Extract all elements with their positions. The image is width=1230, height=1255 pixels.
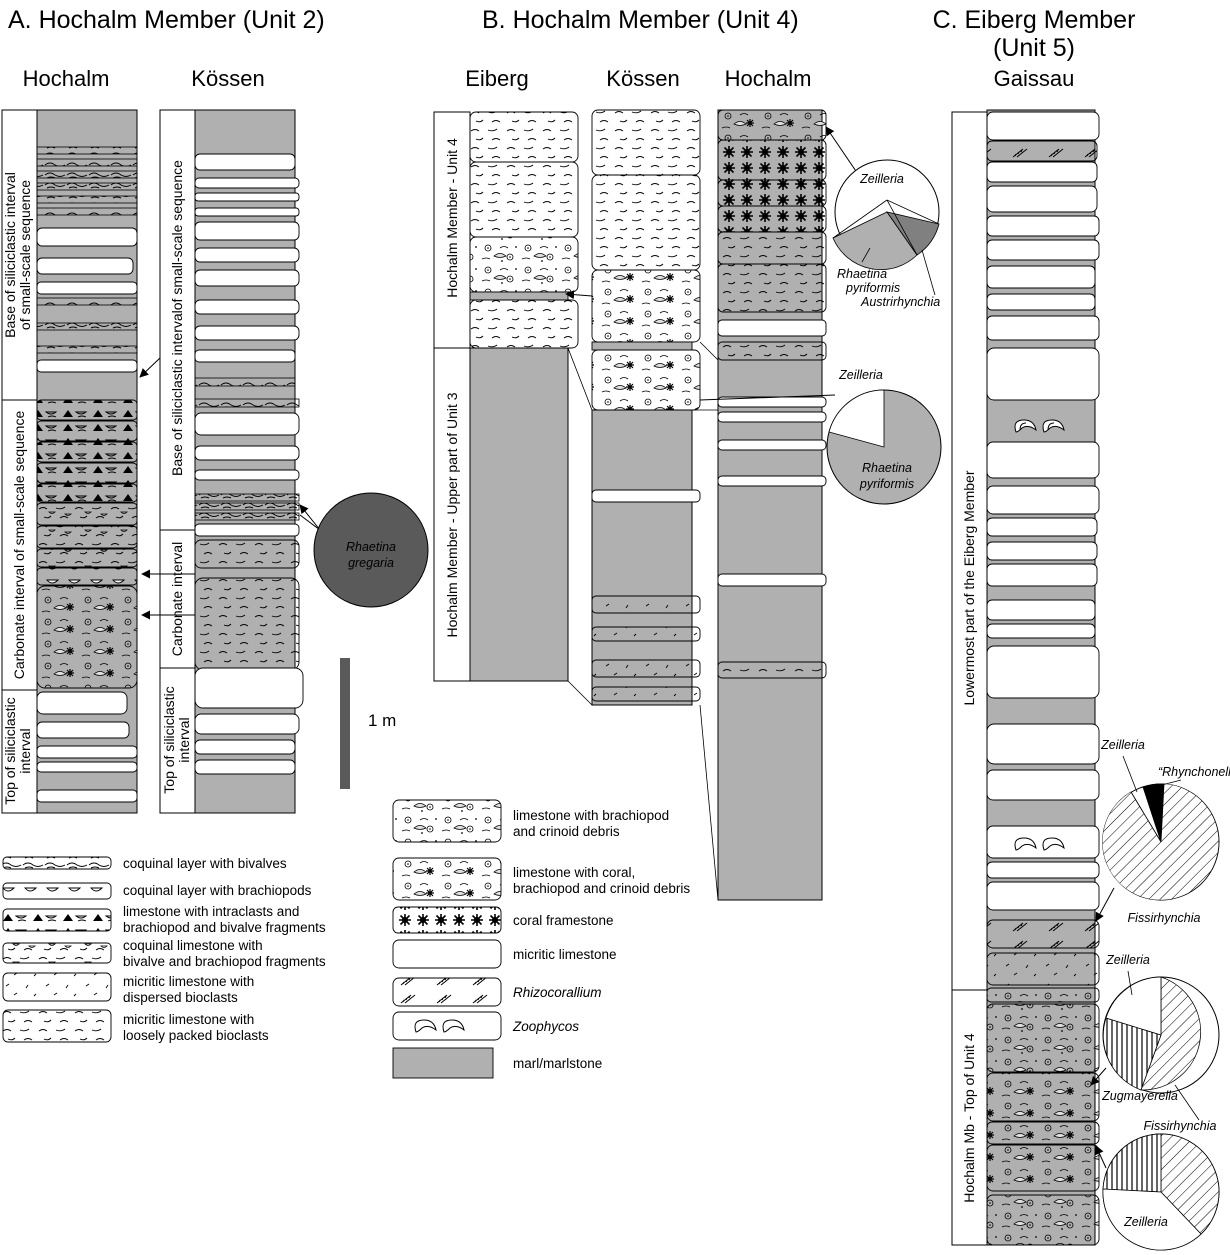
- interval-label-a-h-base-2: of small-scale sequence: [17, 180, 33, 330]
- pie-c1: Zeilleria “Rhynchonella” Fissirhynchia: [1100, 738, 1230, 925]
- legend-swatch-coquinal-limestone: [3, 943, 111, 963]
- column-label-c-gaissau: Gaissau: [994, 66, 1075, 91]
- legend-label-brachiopod-crinoid-2: and crinoid debris: [513, 824, 620, 839]
- legend-label-micritic: micritic limestone: [513, 947, 617, 962]
- pie-label-c3-zeilleria: Zeilleria: [1123, 1215, 1168, 1229]
- column-label-a-hochalm: Hochalm: [23, 66, 110, 91]
- interval-boxes-a-kossen: Base of siliciclastic intervalof small-s…: [160, 110, 195, 813]
- column-label-b-eiberg: Eiberg: [465, 66, 529, 91]
- interval-label-b-unit3: Hochalm Member - Upper part of Unit 3: [444, 392, 460, 637]
- legend-label-rhizocorallium: Rhizocorallium: [513, 985, 602, 1000]
- legend-label-coral-debris-2: brachiopod and crinoid debris: [513, 881, 690, 896]
- interval-label-a-h-top-1: Top of siliciclastic: [2, 697, 18, 804]
- section-b-hochalm: [718, 110, 826, 900]
- interval-label-b-unit4: Hochalm Member - Unit 4: [444, 138, 460, 298]
- legend-label-loose-bioclasts-1: micritic limestone with: [123, 1012, 254, 1027]
- pie-c2: Zeilleria Zugmayerella Fissirhynchia: [1101, 953, 1219, 1133]
- legend-label-coquinal-limestone-2: bivalve and brachiopod fragments: [123, 954, 326, 969]
- pie-label-c2-zugma: Zugmayerella: [1101, 1089, 1178, 1103]
- legend-swatch-brachiopod-coquina: [3, 883, 111, 899]
- interval-boxes-b-eiberg: Hochalm Member - Unit 4 Hochalm Member -…: [434, 112, 470, 681]
- interval-label-a-k-base: Base of siliciclastic intervalof small-s…: [169, 160, 185, 476]
- legend-label-intraclast-limestone-2: brachiopod and bivalve fragments: [123, 920, 326, 935]
- pie-label-b2-rhaetina-2: pyriformis: [859, 477, 914, 491]
- pie-label-c1-rhynch: “Rhynchonella”: [1158, 765, 1230, 779]
- pie-b1: Zeilleria Rhaetina pyriformis Austrirhyn…: [833, 160, 940, 309]
- section-b-kossen: [592, 110, 700, 705]
- pie-label-b1-rhaetina-2: pyriformis: [845, 281, 900, 295]
- legend-label-dispersed-bioclasts-2: dispersed bioclasts: [123, 990, 238, 1005]
- legend-label-marl: marl/marlstone: [513, 1056, 602, 1071]
- legend-label-coquinal-limestone-1: coquinal limestone with: [123, 938, 263, 953]
- scale-bar: 1 m: [340, 658, 396, 789]
- legend-label-bivalve-coquina: coquinal layer with bivalves: [123, 856, 287, 871]
- interval-boxes-a-hochalm: Base of siliciclastic interval of small-…: [2, 110, 37, 813]
- pie-label-b2-rhaetina-1: Rhaetina: [862, 461, 912, 475]
- pie-label-a-gregaria-2: gregaria: [348, 556, 394, 570]
- scale-bar-label: 1 m: [368, 711, 396, 730]
- legend-swatch-dispersed: [3, 973, 111, 1001]
- legend-label-loose-bioclasts-2: loosely packed bioclasts: [123, 1028, 269, 1043]
- interval-label-a-h-top-2: interval: [17, 728, 33, 773]
- interval-boxes-c: Lowermost part of the Eiberg Member Hoch…: [952, 112, 987, 1245]
- pie-label-c1-zeilleria: Zeilleria: [1100, 738, 1145, 752]
- legend-swatch-marl: [393, 1048, 493, 1078]
- column-label-b-kossen: Kössen: [606, 66, 679, 91]
- title-c-line2: (Unit 5): [993, 34, 1075, 62]
- legend-left: coquinal layer with bivalves coquinal lay…: [3, 856, 326, 1043]
- section-c-gaissau: [987, 110, 1099, 1245]
- pie-label-b1-austri: Austrirhynchia: [860, 295, 940, 309]
- interval-label-a-k-carb: Carbonate interval: [169, 542, 185, 656]
- legend-swatch-coral-debris: [393, 858, 501, 900]
- section-a-hochalm: [37, 110, 137, 813]
- pie-label-c2-zeilleria: Zeilleria: [1105, 953, 1150, 967]
- legend-label-coral-debris-1: limestone with coral,: [513, 865, 635, 880]
- pie-label-b1-zeilleria: Zeilleria: [859, 172, 904, 186]
- pie-a-rhaetina-gregaria: Rhaetina gregaria: [314, 493, 428, 607]
- interval-label-a-h-base-1: Base of siliciclastic interval: [2, 172, 18, 338]
- section-b-eiberg: [470, 112, 578, 681]
- interval-label-a-h-carb: Carbonate interval of small-scale sequen…: [11, 411, 27, 680]
- pie-label-b1-rhaetina-1: Rhaetina: [837, 267, 887, 281]
- legend-label-brachiopod-coquina: coquinal layer with brachiopods: [123, 883, 312, 898]
- interval-label-a-k-top-2: interval: [176, 717, 192, 762]
- legend-swatch-coral-framestone: [393, 907, 501, 933]
- column-label-b-hochalm: Hochalm: [725, 66, 812, 91]
- pie-label-b2-zeilleria: Zeilleria: [838, 368, 883, 382]
- legend-swatch-intraclast: [3, 909, 111, 931]
- legend-swatch-rhizocorallium: [393, 978, 501, 1006]
- interval-label-a-k-top-1: Top of siliciclastic: [161, 686, 177, 793]
- pie-b2: Zeilleria Rhaetina pyriformis: [827, 368, 941, 504]
- title-c-line1: C. Eiberg Member: [933, 6, 1136, 34]
- legend-label-brachiopod-crinoid-1: limestone with brachiopod: [513, 808, 669, 823]
- pie-c3: Zeilleria: [1103, 1134, 1219, 1250]
- section-a-kossen: [195, 110, 303, 813]
- interval-label-c-lower: Lowermost part of the Eiberg Member: [961, 470, 977, 705]
- legend-swatch-loose: [3, 1010, 111, 1042]
- legend-label-zoophycos: Zoophycos: [512, 1019, 579, 1034]
- pie-label-a-gregaria-1: Rhaetina: [346, 540, 396, 554]
- title-a: A. Hochalm Member (Unit 2): [8, 6, 325, 34]
- pie-label-c2-fissi: Fissirhynchia: [1144, 1119, 1217, 1133]
- legend-swatch-bivalve-coquina: [3, 857, 111, 869]
- legend-swatch-brachiopod-crinoid: [393, 800, 501, 842]
- legend-label-coral-framestone: coral framestone: [513, 913, 614, 928]
- legend-label-dispersed-bioclasts-1: micritic limestone with: [123, 974, 254, 989]
- title-b: B. Hochalm Member (Unit 4): [482, 6, 799, 34]
- pie-label-c1-fissi: Fissirhynchia: [1128, 911, 1201, 925]
- column-label-a-kossen: Kössen: [191, 66, 264, 91]
- legend-label-intraclast-limestone-1: limestone with intraclasts and: [123, 904, 299, 919]
- legend-swatch-micritic: [393, 940, 501, 968]
- interval-label-c-top4: Hochalm Mb - Top of Unit 4: [961, 1033, 977, 1203]
- pie-c3-slice-zugma: [1103, 1134, 1161, 1192]
